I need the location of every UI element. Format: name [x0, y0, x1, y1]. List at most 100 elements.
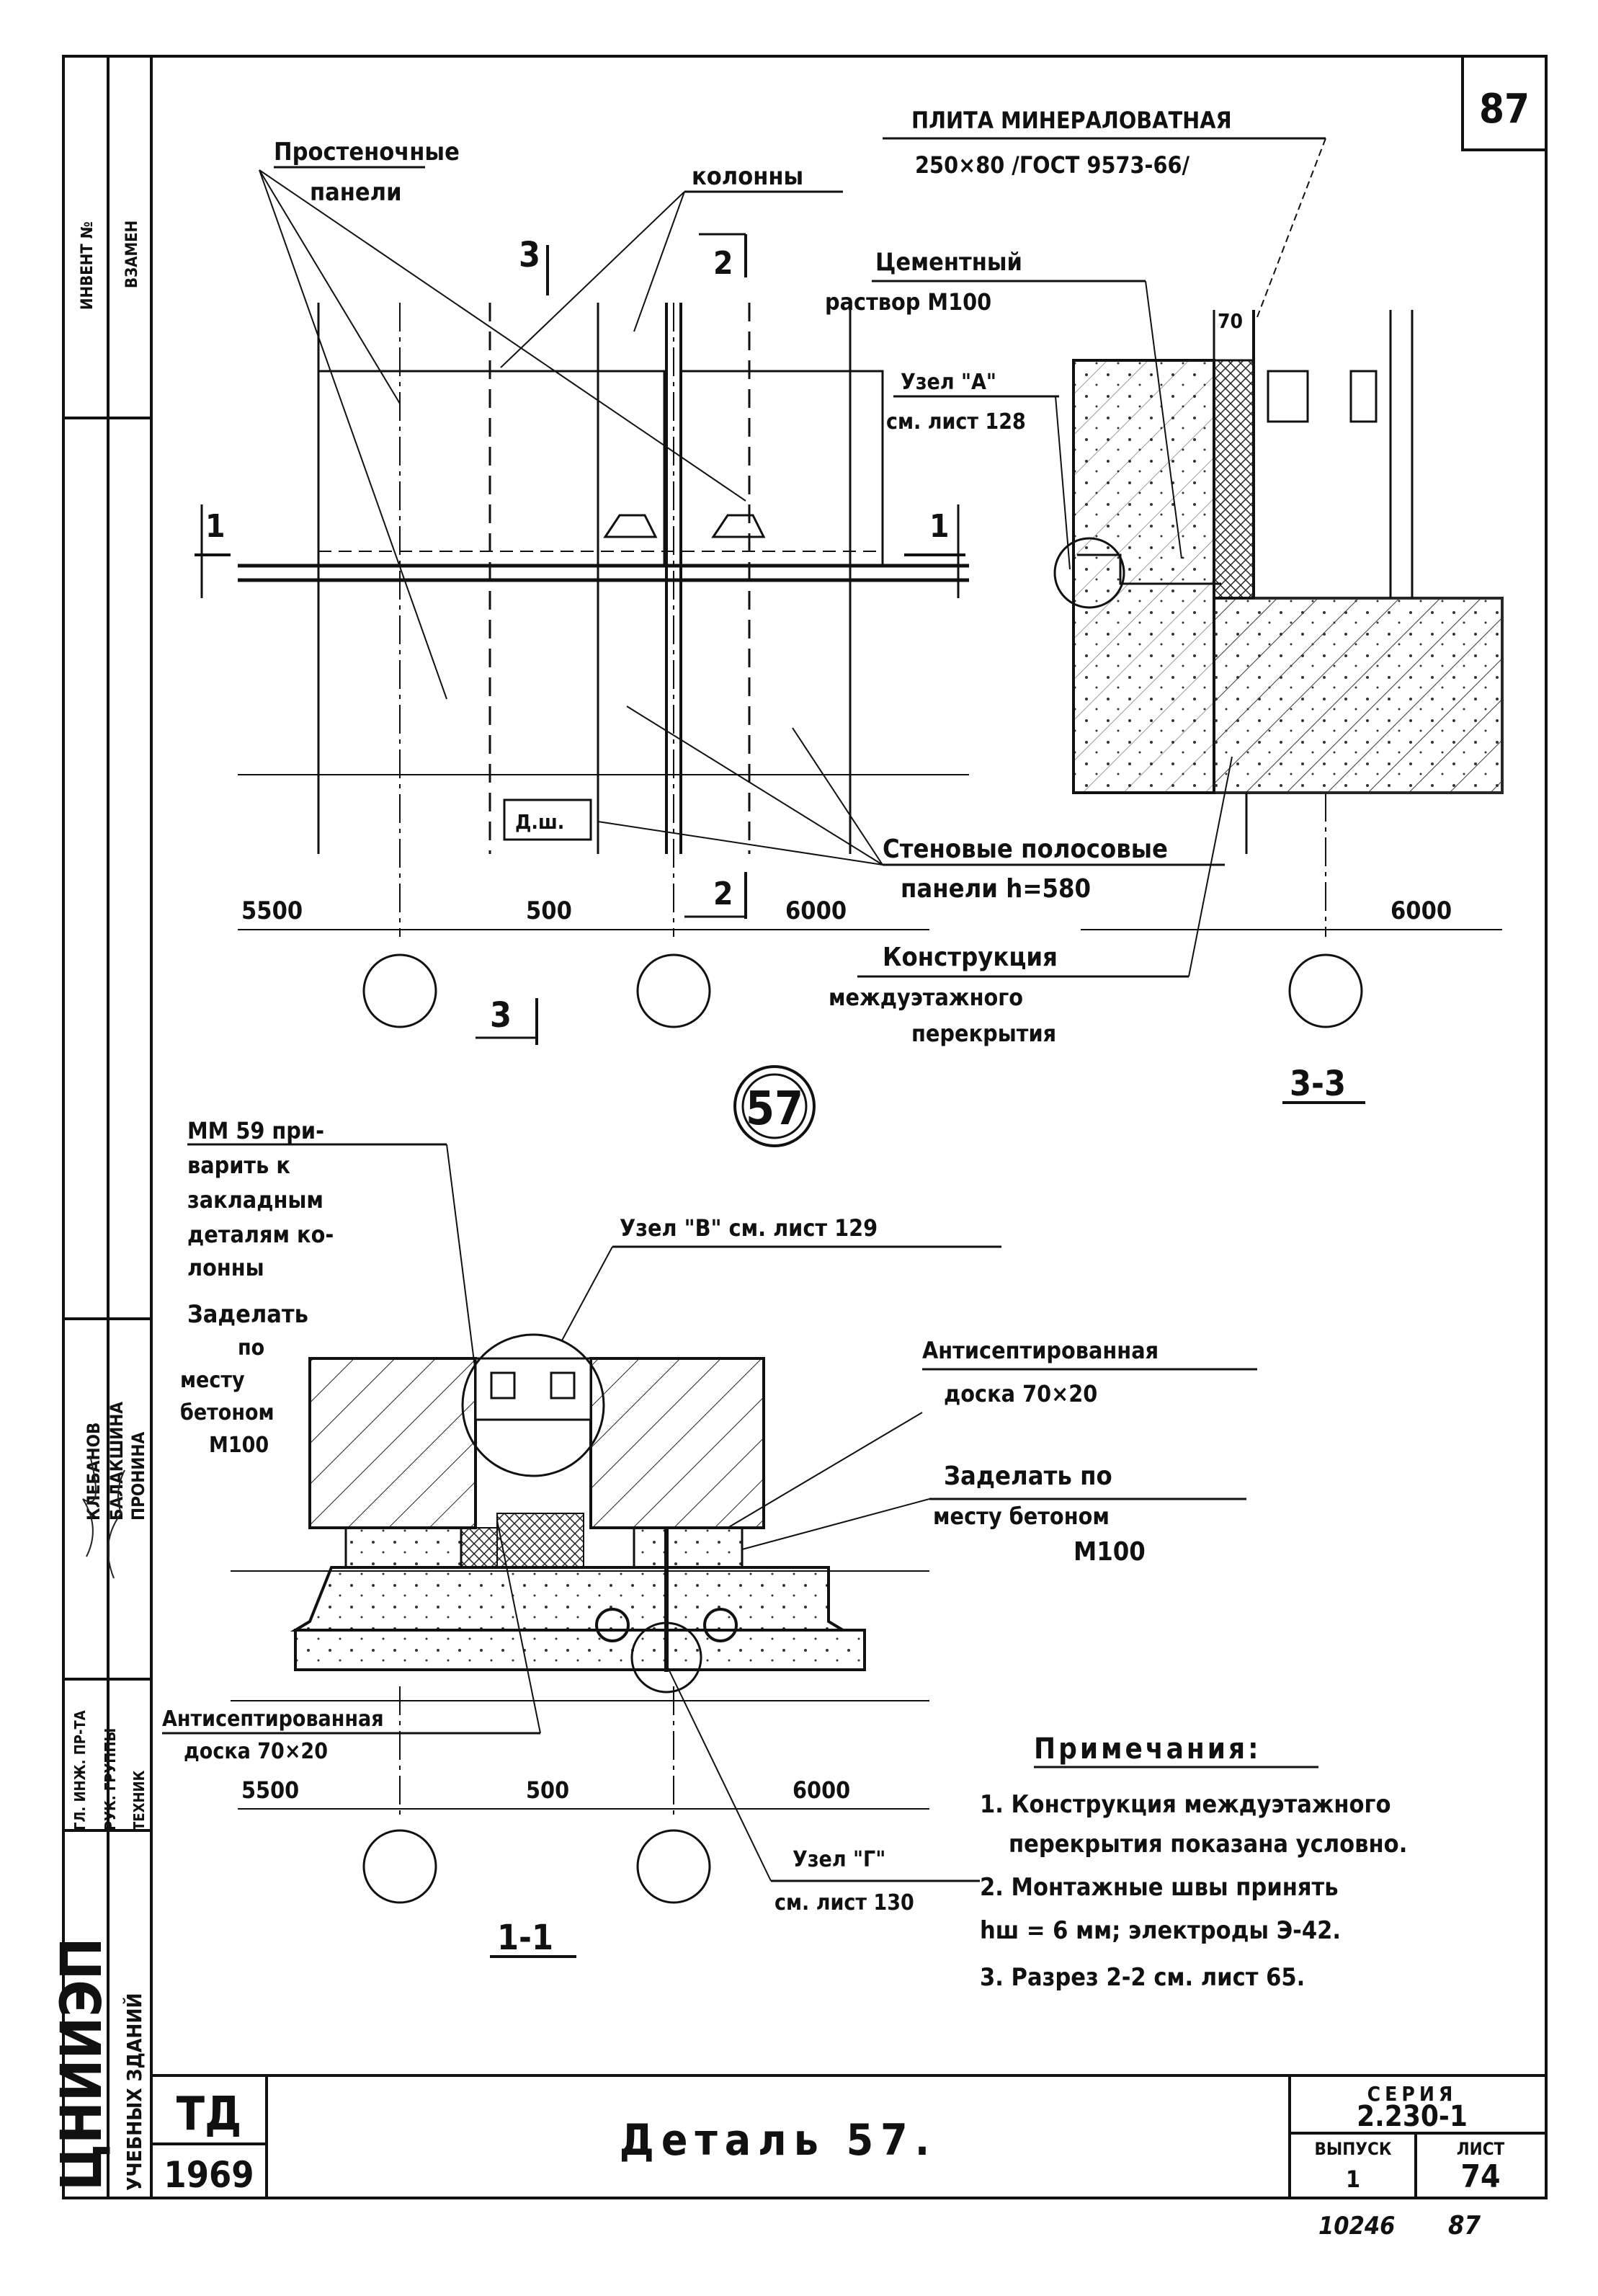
- plan-labels: Простеночные панели колонны 3 2 1 1 Д.ш.…: [195, 138, 1233, 1047]
- label-node-g-2: см. лист 130: [775, 1890, 914, 1915]
- section-mark-2-top: 2: [713, 245, 733, 282]
- section-1-1-dim-5500: 5500: [241, 1776, 299, 1804]
- section-mark-2-bottom: 2: [713, 876, 733, 912]
- section-3-3: [1053, 310, 1504, 1028]
- label-dsh: Д.ш.: [515, 810, 564, 834]
- notes-heading: Примечания:: [1034, 1732, 1261, 1766]
- label-mm59-1: ММ 59 при-: [187, 1117, 324, 1144]
- sidebar-inv-label: ИНВЕНТ №: [79, 221, 97, 310]
- vypusk-label: ВЫПУСК: [1314, 2139, 1391, 2159]
- section-1-1-dim-6000: 6000: [793, 1776, 850, 1804]
- label-floor-construction-3: перекрытия: [911, 1020, 1056, 1047]
- label-node-b: Узел "В" см. лист 129: [620, 1214, 878, 1242]
- page-number-box: 87: [1461, 55, 1548, 151]
- label-plate-2: 250×80 /ГОСТ 9573-66/: [915, 151, 1190, 179]
- title-block-text: ТД 1969 Деталь 57. СЕРИЯ 2.230-1 ВЫПУСК …: [164, 2082, 1504, 2241]
- node-a-circle: [1053, 537, 1125, 609]
- label-node-g-1: Узел "Г": [793, 1847, 885, 1872]
- sidebar-name-2: БАЛАКШИНА: [107, 1402, 127, 1521]
- axis-circle-4: [362, 1829, 437, 1904]
- section-1-1: [231, 1333, 929, 1904]
- title-td: ТД: [177, 2088, 242, 2141]
- seria-value: 2.230-1: [1357, 2100, 1468, 2133]
- note-line-3: 2. Монтажные швы принять: [980, 1873, 1339, 1902]
- footer-left: 10246: [1318, 2212, 1395, 2241]
- label-node-a-1: Узел "А": [901, 370, 996, 395]
- section-1-1-name: 1-1: [497, 1918, 553, 1958]
- list-label: ЛИСТ: [1457, 2139, 1505, 2159]
- label-strip-panels-1: Стеновые полосовые: [883, 835, 1168, 864]
- plan-dim-500: 500: [526, 896, 572, 925]
- signature-1: [82, 1455, 97, 1557]
- plan-view: [238, 303, 969, 937]
- plan-dim-6000: 6000: [785, 896, 847, 925]
- label-parapet-panels-2: панели: [310, 178, 402, 207]
- sidebar-vzamen-label: ВЗАМЕН: [123, 221, 141, 288]
- label-antiseptic-top-2: доска 70×20: [944, 1380, 1097, 1407]
- label-mm59-5: лонны: [187, 1254, 264, 1281]
- dim-3-3-6000: 6000: [1391, 896, 1452, 925]
- plan-dim-5500: 5500: [241, 896, 303, 925]
- label-plate-1: ПЛИТА МИНЕРАЛОВАТНАЯ: [911, 107, 1232, 134]
- label-mm59-3: закладным: [187, 1186, 323, 1214]
- title-block: [151, 2075, 1546, 2198]
- sheet-frame: [62, 55, 1548, 2199]
- sidebar-role-3: ТЕХНИК: [130, 1770, 148, 1830]
- label-zadelat-1-1: Заделать: [187, 1300, 308, 1329]
- title-year: 1969: [164, 2154, 254, 2196]
- vypusk-value: 1: [1346, 2166, 1360, 2193]
- label-antiseptic-top-1: Антисептированная: [922, 1337, 1159, 1364]
- section-1-1-labels: ММ 59 при- варить к закладным деталям ко…: [162, 1117, 1257, 1958]
- label-floor-construction-2: междуэтажного: [829, 984, 1023, 1011]
- section-mark-1-left: 1: [205, 508, 226, 545]
- axis-circle-1: [362, 953, 437, 1028]
- sidebar-org: ЦНИИЭП: [50, 1937, 115, 2191]
- signature-2: [107, 1469, 125, 1579]
- label-zadelat-2-2: месту бетоном: [933, 1503, 1110, 1530]
- sidebar-role-2: РУК. ГРУППЫ: [102, 1728, 119, 1830]
- node-g-circle: [630, 1621, 702, 1694]
- sidebar-org-sub: УЧЕБНЫХ ЗДАНИЙ: [122, 1993, 146, 2191]
- notes: Примечания: 1. Конструкция междуэтажного…: [980, 1732, 1407, 1992]
- label-zadelat-2-1: Заделать по: [944, 1461, 1112, 1491]
- section-mark-1-right: 1: [929, 508, 950, 545]
- seria-label: СЕРИЯ: [1367, 2082, 1458, 2106]
- section-3-3-name: 3-3: [1290, 1064, 1346, 1104]
- detail-marker: 57: [733, 1065, 816, 1147]
- label-zadelat-1-5: М100: [209, 1433, 269, 1458]
- dim-70: 70: [1218, 309, 1243, 333]
- label-columns: колонны: [692, 162, 803, 191]
- axis-circle-5: [636, 1829, 711, 1904]
- footer-right: 87: [1448, 2211, 1481, 2241]
- list-value: 74: [1460, 2158, 1500, 2195]
- label-antiseptic-bottom-2: доска 70×20: [184, 1739, 328, 1764]
- label-mm59-2: варить к: [187, 1152, 290, 1179]
- section-mark-3-bottom: 3: [490, 995, 512, 1036]
- section-3-3-labels: ПЛИТА МИНЕРАЛОВАТНАЯ 250×80 /ГОСТ 9573-6…: [825, 107, 1452, 1104]
- note-line-2: перекрытия показана условно.: [1009, 1830, 1407, 1859]
- sidebar: ИНВЕНТ № ВЗАМЕН КЛЕБАНОВ БАЛАКШИНА ПРОНИ…: [50, 221, 148, 2191]
- note-line-5: 3. Разрез 2-2 см. лист 65.: [980, 1963, 1305, 1992]
- axis-circle-2: [636, 953, 711, 1028]
- label-antiseptic-bottom-1: Антисептированная: [162, 1707, 384, 1732]
- label-zadelat-1-2: по: [238, 1335, 264, 1361]
- label-zadelat-1-3: месту: [180, 1368, 245, 1393]
- drawing-title: Деталь 57.: [620, 2115, 937, 2166]
- label-mortar-1: Цементный: [875, 248, 1022, 277]
- label-node-a-2: см. лист 128: [886, 409, 1026, 435]
- note-line-4: hш = 6 мм; электроды Э-42.: [980, 1916, 1341, 1945]
- label-mm59-4: деталям ко-: [187, 1221, 334, 1248]
- label-floor-construction-1: Конструкция: [883, 943, 1058, 972]
- axis-circle-3: [1288, 953, 1363, 1028]
- label-parapet-panels-1: Простеночные: [274, 138, 460, 166]
- section-1-1-dim-500: 500: [526, 1776, 569, 1804]
- note-line-1: 1. Конструкция междуэтажного: [980, 1790, 1391, 1819]
- section-mark-3-top: 3: [519, 235, 540, 275]
- label-zadelat-2-3: М100: [1073, 1537, 1146, 1567]
- sidebar-role-1: ГЛ. ИНЖ. ПР-ТА: [71, 1710, 89, 1830]
- label-strip-panels-2: панели h=580: [901, 874, 1091, 904]
- node-b-circle: [461, 1333, 605, 1477]
- label-zadelat-1-4: бетоном: [180, 1400, 274, 1425]
- label-mortar-2: раствор М100: [825, 288, 991, 316]
